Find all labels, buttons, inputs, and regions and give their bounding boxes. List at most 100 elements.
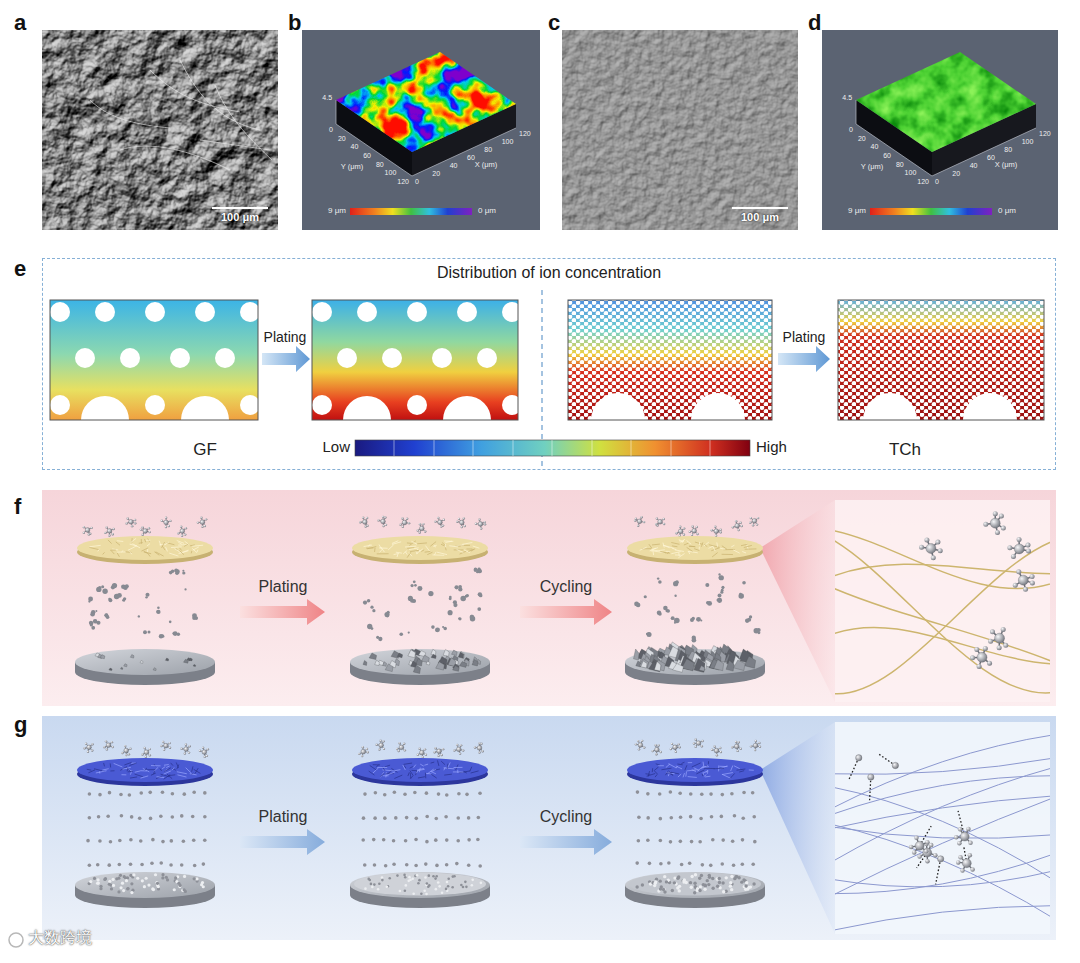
deposit [386, 885, 389, 888]
ion-cluster [83, 743, 93, 753]
fiber [411, 541, 417, 544]
deposit [708, 876, 711, 879]
ion [86, 839, 90, 843]
ion [164, 520, 169, 525]
solvent [417, 529, 419, 531]
fiber [179, 548, 181, 551]
dendrite [634, 649, 640, 660]
solvent [481, 750, 483, 752]
axis-title: Y (μm) [861, 163, 884, 172]
deposit [103, 878, 106, 881]
ion-cluster [909, 836, 930, 855]
axis-tick: 40 [351, 143, 359, 151]
deposit [690, 886, 693, 889]
solvent [960, 868, 965, 873]
ion [977, 652, 987, 662]
axis-tick: 0 [935, 178, 939, 186]
axis-line [336, 124, 516, 176]
ion [678, 529, 683, 534]
sem-image [42, 30, 278, 230]
solvent [483, 521, 485, 523]
axis-tick: 40 [871, 143, 879, 151]
fiber [745, 548, 757, 549]
deposit [659, 879, 662, 882]
deposit [426, 882, 429, 885]
particle [102, 589, 107, 594]
solvent [112, 533, 114, 535]
solvent [739, 748, 741, 750]
axis-tick: 100 [1022, 138, 1034, 146]
fiber [146, 540, 150, 541]
fiber [722, 773, 733, 775]
solvent [160, 745, 162, 747]
ion [361, 838, 365, 842]
solvent [127, 517, 129, 519]
ion [192, 790, 196, 794]
solvent [384, 516, 386, 518]
ion [445, 863, 449, 867]
fiber [163, 771, 170, 774]
deposit [721, 881, 724, 884]
particle [754, 628, 759, 633]
axis-tick: 0 [329, 126, 333, 134]
ion [699, 817, 703, 821]
deposit [693, 882, 696, 885]
axis-tick: 80 [376, 161, 384, 169]
color-bar [350, 208, 472, 215]
fiber [471, 771, 479, 773]
deposit [195, 877, 198, 880]
solvent [1001, 526, 1006, 531]
particle [428, 591, 433, 596]
deposit [155, 881, 158, 884]
solvent [933, 853, 938, 858]
deposit [119, 886, 122, 889]
zinc-particle [717, 598, 723, 603]
deposit [653, 882, 656, 885]
deposit [689, 881, 692, 884]
fiber [131, 538, 136, 542]
solvent [968, 853, 973, 858]
particle [671, 616, 675, 620]
particle [108, 598, 111, 601]
fiber [417, 542, 427, 544]
fiber [407, 552, 411, 557]
particle [177, 633, 181, 637]
solvent [131, 525, 133, 527]
fiber [444, 540, 453, 541]
solvent [440, 754, 442, 756]
fiber [160, 774, 169, 777]
solvent [713, 745, 715, 747]
fiber [473, 546, 480, 548]
solvent [424, 530, 426, 532]
deposit [729, 881, 732, 884]
fiber [190, 774, 197, 775]
fiber [178, 544, 188, 546]
fiber [705, 776, 711, 778]
solvent [1025, 543, 1030, 548]
fiber [835, 530, 1050, 589]
separator [77, 536, 213, 560]
dendrite [140, 661, 143, 664]
zinc-particle [159, 634, 165, 638]
dendrite [453, 666, 460, 672]
solvent [103, 746, 105, 748]
fiber [676, 766, 682, 769]
fiber [681, 762, 684, 763]
panel-ground [42, 716, 1056, 940]
dendrite [654, 662, 661, 672]
solvent [935, 540, 940, 545]
particle [184, 588, 186, 590]
ion [467, 838, 471, 842]
deposit [183, 888, 186, 891]
deposit [716, 885, 719, 888]
ion [98, 793, 102, 797]
zinc-particle [90, 610, 97, 616]
fiber [714, 768, 724, 770]
ion [159, 861, 163, 865]
deposit [378, 882, 381, 885]
fiber [688, 776, 697, 778]
axis-tick: 120 [519, 130, 531, 138]
dendrite [436, 662, 445, 670]
fiber [373, 764, 380, 765]
colorbar-label: 9 μm [328, 206, 346, 215]
